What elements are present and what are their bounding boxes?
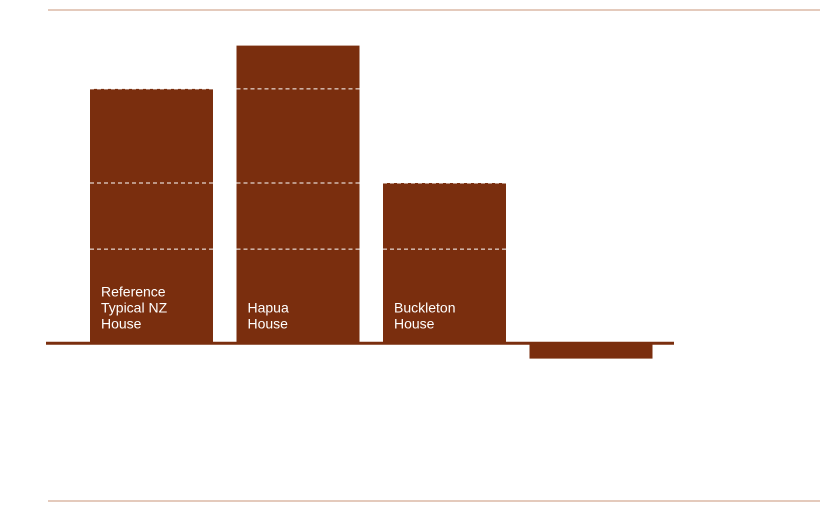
bar-1 bbox=[236, 45, 360, 344]
bar-label-1-line-0: Hapua bbox=[248, 299, 289, 315]
bar-label-2-line-0: Buckleton bbox=[394, 299, 455, 315]
bar-0 bbox=[90, 88, 213, 344]
bar-label-1-line-1: House bbox=[248, 315, 289, 331]
bar-label-2-line-1: House bbox=[394, 315, 435, 331]
bar-label-0-line-0: Reference bbox=[101, 283, 166, 299]
bars-group bbox=[90, 45, 653, 359]
bar-label-0-line-2: House bbox=[101, 315, 142, 331]
bar-label-0-line-1: Typical NZ bbox=[101, 299, 168, 315]
bar-3 bbox=[529, 343, 653, 359]
bar-2 bbox=[383, 183, 506, 344]
